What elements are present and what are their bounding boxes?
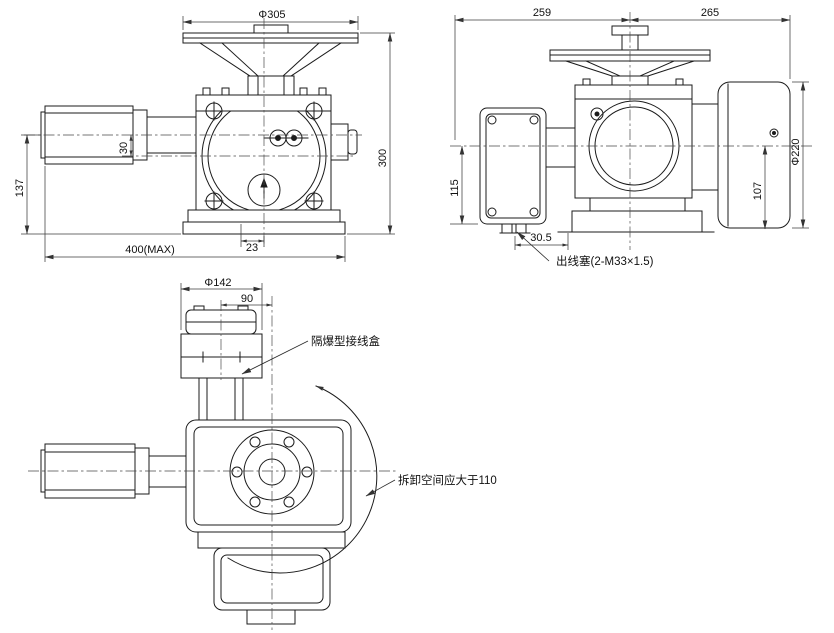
annotation-junction-box: 隔爆型接线盒: [311, 334, 380, 348]
cable-gland-leader: [516, 231, 550, 262]
dim-right-of-center: 265: [701, 7, 719, 19]
front-top-flange: [195, 87, 332, 112]
front-indicator-windows: [247, 129, 309, 207]
side-gearbox: [574, 78, 693, 199]
dim-motor-dia: Φ220: [790, 138, 802, 165]
centerlines: [24, 12, 812, 630]
dim-center-offset: 90: [241, 293, 253, 305]
dim-handwheel-dia: Φ305: [258, 9, 285, 21]
side-view: [479, 25, 791, 234]
dim-right-drop: 107: [752, 182, 764, 200]
front-corner-bolts: [204, 101, 324, 211]
removal-space-leader: [365, 479, 396, 497]
labels: Φ305 300 137 30 23 400(MAX) 259 265 Φ220…: [14, 7, 802, 487]
junction-box-leader: [241, 340, 309, 375]
dim-cover-dia: Φ142: [204, 277, 231, 289]
dim-base-offset: 23: [246, 242, 258, 254]
annotation-removal-space: 拆卸空间应大于110: [398, 473, 497, 487]
dim-overall-width: 400(MAX): [125, 244, 175, 256]
top-junction-box: [180, 305, 263, 421]
front-side-attachment: [330, 123, 358, 161]
dim-motor-axis-height: 137: [14, 179, 26, 197]
dim-left-drop: 115: [449, 179, 461, 197]
dim-overall-height: 300: [377, 149, 389, 167]
front-view: [40, 24, 359, 235]
side-base: [557, 197, 715, 233]
front-handwheel: [182, 24, 359, 96]
top-bottom-cover: [197, 531, 346, 625]
leader-lines: [241, 231, 550, 497]
side-junction-box: [479, 107, 576, 234]
side-motor: [691, 81, 791, 229]
dim-left-of-center: 259: [533, 7, 551, 19]
dim-gland-offset: 30.5: [530, 232, 551, 244]
dimension-lines: [21, 15, 809, 330]
annotation-cable-gland: 出线塞(2-M33×1.5): [556, 254, 654, 268]
top-swing-arc: [227, 385, 378, 574]
dim-axis-offset: 30: [118, 142, 130, 154]
top-view: [40, 305, 378, 625]
top-body: [185, 419, 352, 533]
